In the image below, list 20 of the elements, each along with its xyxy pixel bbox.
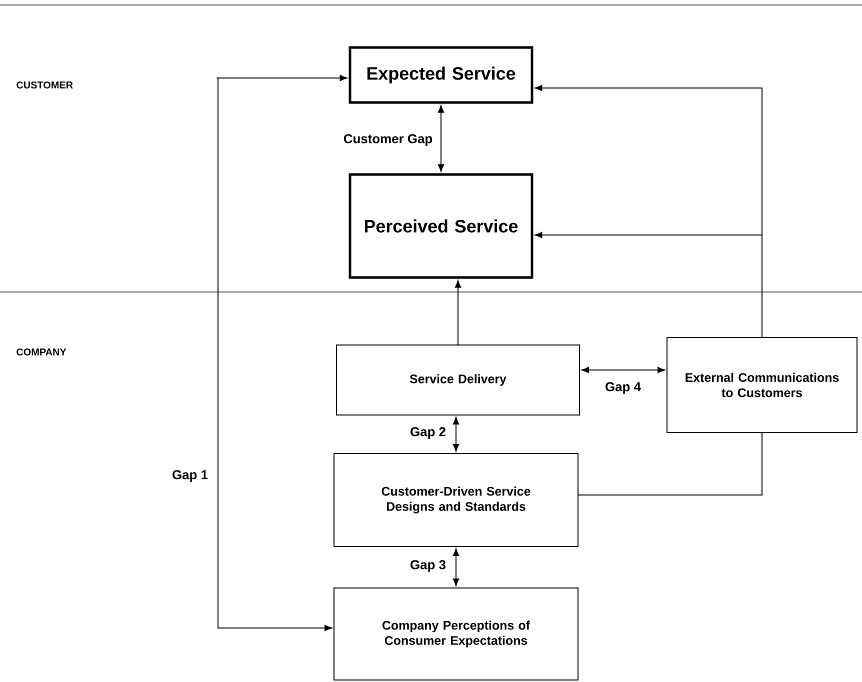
process-box: Company Perceptions of Consumer Expectations xyxy=(334,587,578,680)
section-label: COMPANY xyxy=(16,348,66,356)
edge-label: Gap 3 xyxy=(409,559,447,573)
section-label: CUSTOMER xyxy=(16,81,73,88)
edge-label: Gap 4 xyxy=(604,381,642,395)
arrow xyxy=(452,548,460,586)
arrow xyxy=(216,74,348,632)
edge-label: Gap 2 xyxy=(409,426,447,440)
arrow xyxy=(452,416,460,452)
arrow xyxy=(534,232,762,338)
arrow xyxy=(454,280,462,345)
process-box: Perceived Service xyxy=(348,173,534,279)
process-box: Expected Service xyxy=(348,46,534,104)
arrow xyxy=(582,366,666,374)
process-box: Customer-Driven Service Designs and Standards xyxy=(334,452,578,547)
process-box: Service Delivery xyxy=(336,344,580,416)
edge-label: Customer Gap xyxy=(342,133,434,147)
edge-label: Gap 1 xyxy=(171,469,209,483)
arrow xyxy=(438,105,444,172)
process-box: External Communications to Customers xyxy=(666,336,858,433)
